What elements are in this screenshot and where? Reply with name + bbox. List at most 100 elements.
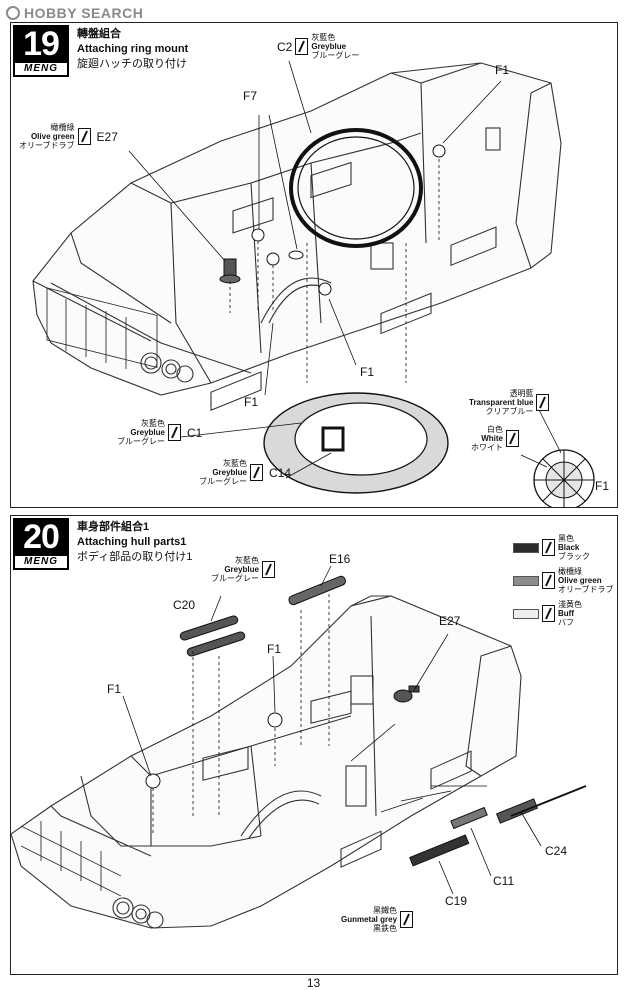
brand-logo: MENG [15,556,67,568]
part-label-e16: E16 [329,552,351,566]
paint-name-cn: 灰藍色 [235,556,259,565]
paint-name-cn: 灰藍色 [223,459,247,468]
paint-name-cn: 淺黃色 [558,600,582,609]
part-label-f1: F1 [595,479,610,493]
step-title: 轉盤組合 Attaching ring mount 旋廻ハッチの取り付け [77,27,188,72]
step-title-en: Attaching ring mount [77,43,189,55]
watermark-text: HOBBY SEARCH [24,5,144,21]
paint-name-cn: 橄欖綠 [50,123,75,132]
paint-name-jp: ブラック [558,552,590,561]
step-number-badge: 20 MENG [13,518,69,570]
paint-name-jp: ホワイト [471,443,503,452]
part-label-f1: F1 [495,63,510,77]
part-label-f1: F1 [107,682,122,696]
step-title: 車身部件組合1 Attaching hull parts1 ボディ部品の取り付け… [77,520,192,565]
paint-name-cn: 灰藍色 [311,33,336,42]
color-swatch [513,575,539,586]
paint-text: 淺黃色 Buff バフ [558,600,582,627]
paint-text: 橄欖綠 Olive green オリーブドラブ [558,567,614,594]
paint-name-en: Olive green [30,132,75,141]
watermark: HOBBY SEARCH [6,4,143,22]
paint-name-en: Transparent blue [469,398,534,407]
paint-name-cn: 白色 [487,425,503,434]
part-label-c14: C14 [269,465,292,480]
paint-name-en: Greyblue [224,565,259,574]
part-label-e27: E27 [439,614,461,628]
color-swatch [513,542,539,553]
step-title-jp: 旋廻ハッチの取り付け [77,58,187,70]
paint-name-en: Greyblue [311,42,347,51]
paint-callout-transparent-blue: 透明藍 Transparent blue クリアブルー [469,389,550,416]
paint-name-cn: 灰藍色 [141,419,165,428]
step-19-panel: 19 MENG 轉盤組合 Attaching ring mount 旋廻ハッチの… [10,22,618,508]
part-label-e27: E27 [96,129,118,144]
part-label-c2: C2 [277,39,293,54]
part-label-c19: C19 [445,894,468,908]
step-title-en: Attaching hull parts1 [77,536,187,548]
paint-callout-white: 白色 White ホワイト [471,425,519,452]
paint-name-cn: 黑色 [558,534,574,543]
page-number: 13 [306,976,321,990]
paint-name-jp: オリーブドラブ [19,141,75,150]
paint-name-cn: 黑鐵色 [373,906,398,915]
paint-text: 灰藍色 Greyblue ブルーグレー [311,33,359,60]
paint-text: 灰藍色 Greyblue ブルーグレー [199,459,247,486]
step-title-cn: 車身部件組合1 [77,521,150,533]
paint-text: 黑色 Black ブラック [558,534,590,561]
step-number: 19 [23,25,60,63]
paint-callout-greyblue: 灰藍色 Greyblue ブルーグレー [211,556,275,583]
paint-brush-icon [262,561,275,578]
paint-name-en: Gunmetal grey [341,915,398,924]
paint-brush-icon [542,572,555,589]
legend-item-buff: 淺黃色 Buff バフ [513,600,614,627]
legend-item-black: 黑色 Black ブラック [513,534,614,561]
paint-name-en: Greyblue [130,428,165,437]
paint-name-en: White [481,434,503,443]
paint-text: 黑鐵色 Gunmetal grey 黒鉄色 [341,906,397,933]
paint-callout-gunmetal: 黑鐵色 Gunmetal grey 黒鉄色 [341,906,414,933]
part-label-f7: F7 [243,89,258,103]
paint-name-en: Greyblue [212,468,247,477]
step-title-jp: ボディ部品の取り付け1 [77,551,193,563]
paint-name-jp: ブルーグレー [211,574,259,583]
paint-brush-icon [400,911,414,928]
paint-brush-icon [168,424,181,441]
paint-brush-icon [250,464,263,481]
part-label-c1: C1 [187,425,203,440]
part-label-f1: F1 [360,365,375,379]
paint-callout-e27: 橄欖綠 Olive green オリーブドラブ E27 [19,123,118,150]
paint-brush-icon [536,394,550,411]
paint-name-jp: クリアブルー [485,407,534,416]
step-number: 20 [23,518,60,556]
paint-name-en: Olive green [558,576,602,585]
logo-icon [6,6,20,20]
part-label-f1: F1 [244,395,259,409]
paint-callout-c14: 灰藍色 Greyblue ブルーグレー C14 [199,459,291,486]
paint-text: 白色 White ホワイト [471,425,503,452]
paint-text: 橄欖綠 Olive green オリーブドラブ [19,123,75,150]
brand-logo: MENG [15,63,67,75]
paint-name-jp: ブルーグレー [117,437,165,446]
paint-brush-icon [542,605,555,622]
step-number-badge: 19 MENG [13,25,69,77]
paint-brush-icon [77,128,91,145]
paint-brush-icon [295,38,309,55]
paint-brush-icon [542,539,555,556]
paint-callout-c1: 灰藍色 Greyblue ブルーグレー C1 [117,419,202,446]
part-label-c24: C24 [545,844,568,858]
paint-name-jp: オリーブドラブ [558,585,614,594]
paint-name-cn: 橄欖綠 [558,567,582,576]
step-20-panel: 20 MENG 車身部件組合1 Attaching hull parts1 ボデ… [10,515,618,975]
paint-callout-c2: C2 灰藍色 Greyblue ブルーグレー [277,33,359,60]
paint-name-en: Buff [558,609,574,618]
paint-name-jp: バフ [558,618,574,627]
step-title-cn: 轉盤組合 [77,28,121,40]
step-20-hull-drawing [11,565,587,929]
paint-text: 灰藍色 Greyblue ブルーグレー [117,419,165,446]
part-label-f1: F1 [267,642,282,656]
paint-brush-icon [506,430,519,447]
paint-name-cn: 透明藍 [509,389,534,398]
color-swatch [513,608,539,619]
paint-name-en: Black [558,543,580,552]
paint-name-jp: ブルーグレー [311,51,360,60]
